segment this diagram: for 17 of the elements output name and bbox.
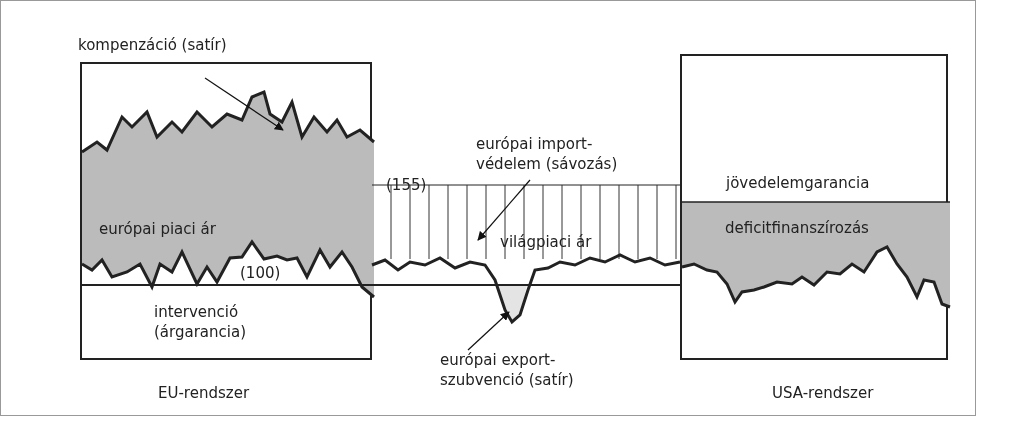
value-label: (100) — [240, 264, 281, 282]
text-label: európai piaci ár — [99, 220, 216, 238]
system-caption: EU-rendszer — [158, 384, 250, 402]
text-label: európai import-védelem (sávozás) — [476, 134, 619, 174]
text-label: európai export-szubvenció (satír) — [440, 350, 575, 390]
text-label: kompenzáció (satír) — [78, 36, 227, 54]
value-label: (155) — [386, 176, 427, 194]
text-label: deficitfinanszírozás — [725, 219, 869, 237]
leader-line — [467, 311, 510, 351]
shaded-dip — [496, 285, 528, 323]
system-caption: USA-rendszer — [772, 384, 874, 402]
shaded-area — [82, 90, 374, 300]
shaded-area — [682, 202, 950, 308]
value-label: világpiaci ár — [500, 233, 592, 251]
leader-line — [204, 77, 284, 131]
text-label: intervenció (árgarancia) — [154, 302, 247, 342]
text-label: jövedelemgarancia — [726, 174, 870, 192]
